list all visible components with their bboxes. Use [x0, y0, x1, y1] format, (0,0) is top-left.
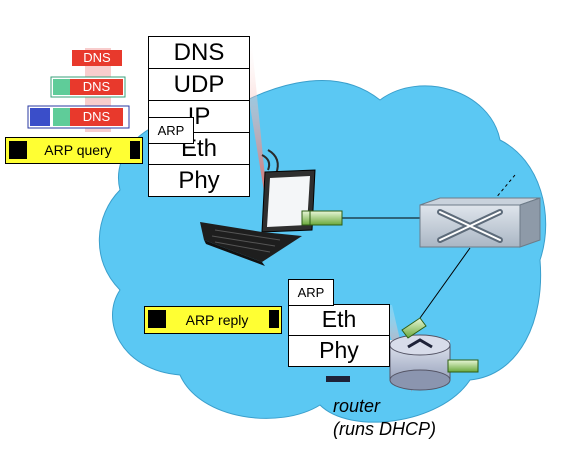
arp-query-trailer — [130, 141, 140, 159]
encap-dns-label-1: DNS — [83, 50, 111, 65]
arp-reply-packet: ARP reply — [144, 306, 282, 334]
encap-row-dns — [72, 50, 122, 66]
host-layer-udp: UDP — [148, 68, 250, 101]
router-port-icon — [401, 317, 479, 373]
arp-tag-host: ARP — [148, 117, 194, 144]
host-layer-ip: IP — [148, 100, 250, 133]
router-icon — [326, 334, 451, 391]
host-layer-phy: Phy — [148, 164, 250, 197]
encap-row-udp — [50, 76, 126, 98]
router-layer-eth: Eth — [288, 304, 390, 336]
router-caption-line2: (runs DHCP) — [333, 419, 437, 439]
host-layer-dns: DNS — [148, 36, 250, 69]
router-caption-line1: router — [333, 396, 381, 416]
arp-reply-header — [148, 310, 166, 328]
switch-icon — [419, 197, 541, 248]
arp-tag-router: ARP — [288, 279, 334, 306]
arp-query-label: ARP query — [44, 142, 112, 158]
encap-dns-label-3: DNS — [82, 109, 111, 124]
encap-dns-label-2: DNS — [82, 79, 111, 94]
encap-row-ip — [27, 105, 130, 129]
host-port-icon — [301, 210, 343, 226]
link-switch-router — [419, 247, 471, 319]
arp-reply-label: ARP reply — [185, 312, 249, 328]
arp-query-header — [9, 141, 27, 159]
arp-reply-trailer — [269, 310, 279, 328]
router-layer-phy: Phy — [288, 335, 390, 367]
arp-query-packet: ARP query — [5, 137, 143, 164]
router-caption: router (runs DHCP) — [333, 395, 493, 441]
